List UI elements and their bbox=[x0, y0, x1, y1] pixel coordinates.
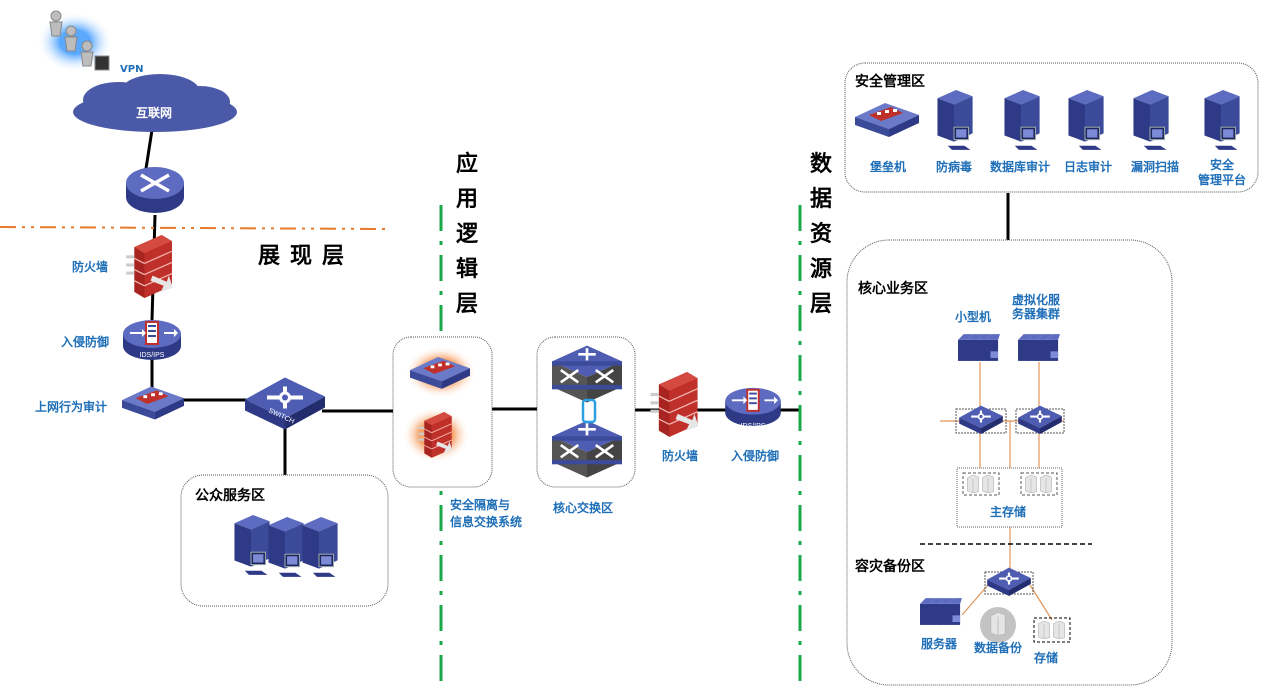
isolation-label-line2: 信息交换系统 bbox=[450, 515, 523, 529]
disk-icon bbox=[1025, 475, 1037, 493]
audit-label: 上网行为审计 bbox=[35, 400, 108, 414]
isolation-label-line1: 安全隔离与 bbox=[450, 498, 511, 512]
app-layer-title: 应用逻辑层 bbox=[456, 152, 479, 317]
disk-icon bbox=[982, 475, 994, 493]
internet-boundary-divider bbox=[0, 226, 389, 230]
backup-server-icon[interactable] bbox=[920, 598, 962, 625]
disk-icon[interactable] bbox=[1053, 621, 1065, 639]
link-cloud-router bbox=[143, 129, 154, 176]
storage-frame bbox=[1033, 617, 1071, 643]
public-zone-title: 公众服务区 bbox=[195, 488, 265, 504]
disk-icon bbox=[967, 475, 979, 493]
security-platform-label-line2: 管理平台 bbox=[1197, 173, 1247, 187]
storage-frame bbox=[1020, 472, 1058, 496]
minicomputer-label: 小型机 bbox=[955, 310, 992, 324]
dr-zone-title: 容灾备份区 bbox=[855, 559, 925, 575]
core-switch-label: 核心交换区 bbox=[553, 501, 614, 515]
db-audit-label: 数据库审计 bbox=[989, 160, 1051, 174]
vpn-users-icon bbox=[49, 10, 110, 71]
vpn-label: VPN bbox=[120, 64, 144, 75]
data-backup-label: 数据备份 bbox=[974, 641, 1023, 655]
bastion-host-label: 堡垒机 bbox=[869, 160, 907, 174]
storage-frame bbox=[962, 472, 1000, 496]
minicomputer-icon[interactable] bbox=[958, 334, 1000, 361]
disk-icon bbox=[1040, 475, 1052, 493]
internet-cloud-icon bbox=[73, 74, 237, 132]
virtual-cluster-label-line1: 虚拟化服 bbox=[1012, 293, 1061, 307]
virtual-cluster-label-line2: 务器集群 bbox=[1012, 307, 1061, 321]
vuln-scan-label: 漏洞扫描 bbox=[1130, 160, 1180, 174]
ips-label: 入侵防御 bbox=[731, 449, 780, 463]
main-storage-label: 主存储 bbox=[990, 505, 1027, 519]
data-layer-title: 数据资源层 bbox=[810, 152, 833, 317]
firewall-label: 防火墙 bbox=[72, 260, 109, 274]
core-zone-title: 核心业务区 bbox=[858, 281, 928, 297]
presentation-layer-title: 展现层 bbox=[258, 244, 355, 269]
audit-icon[interactable] bbox=[122, 386, 184, 420]
ips-label: 入侵防御 bbox=[61, 335, 110, 349]
ips-badge: IDS/IPS bbox=[140, 352, 165, 359]
ips-icon[interactable] bbox=[724, 386, 782, 428]
router-icon[interactable] bbox=[125, 165, 185, 215]
security-zone-title: 安全管理区 bbox=[855, 74, 925, 90]
log-audit-label: 日志审计 bbox=[1063, 160, 1113, 174]
backup-storage-label: 存储 bbox=[1034, 651, 1059, 665]
ips-badge: IDS/IPS bbox=[741, 423, 766, 430]
virtual-cluster-icon[interactable] bbox=[1018, 334, 1060, 361]
backup-server-label: 服务器 bbox=[921, 637, 958, 651]
disk-icon[interactable] bbox=[1038, 621, 1050, 639]
stack-link bbox=[581, 398, 597, 424]
firewall-icon[interactable] bbox=[649, 372, 700, 438]
internet-label: 互联网 bbox=[136, 106, 173, 120]
data-backup-icon[interactable] bbox=[990, 612, 1006, 636]
firewall-label: 防火墙 bbox=[662, 449, 699, 463]
security-platform-label-line1: 安全 bbox=[1209, 158, 1235, 172]
firewall-icon[interactable] bbox=[125, 235, 174, 299]
antivirus-label: 防病毒 bbox=[935, 160, 973, 174]
